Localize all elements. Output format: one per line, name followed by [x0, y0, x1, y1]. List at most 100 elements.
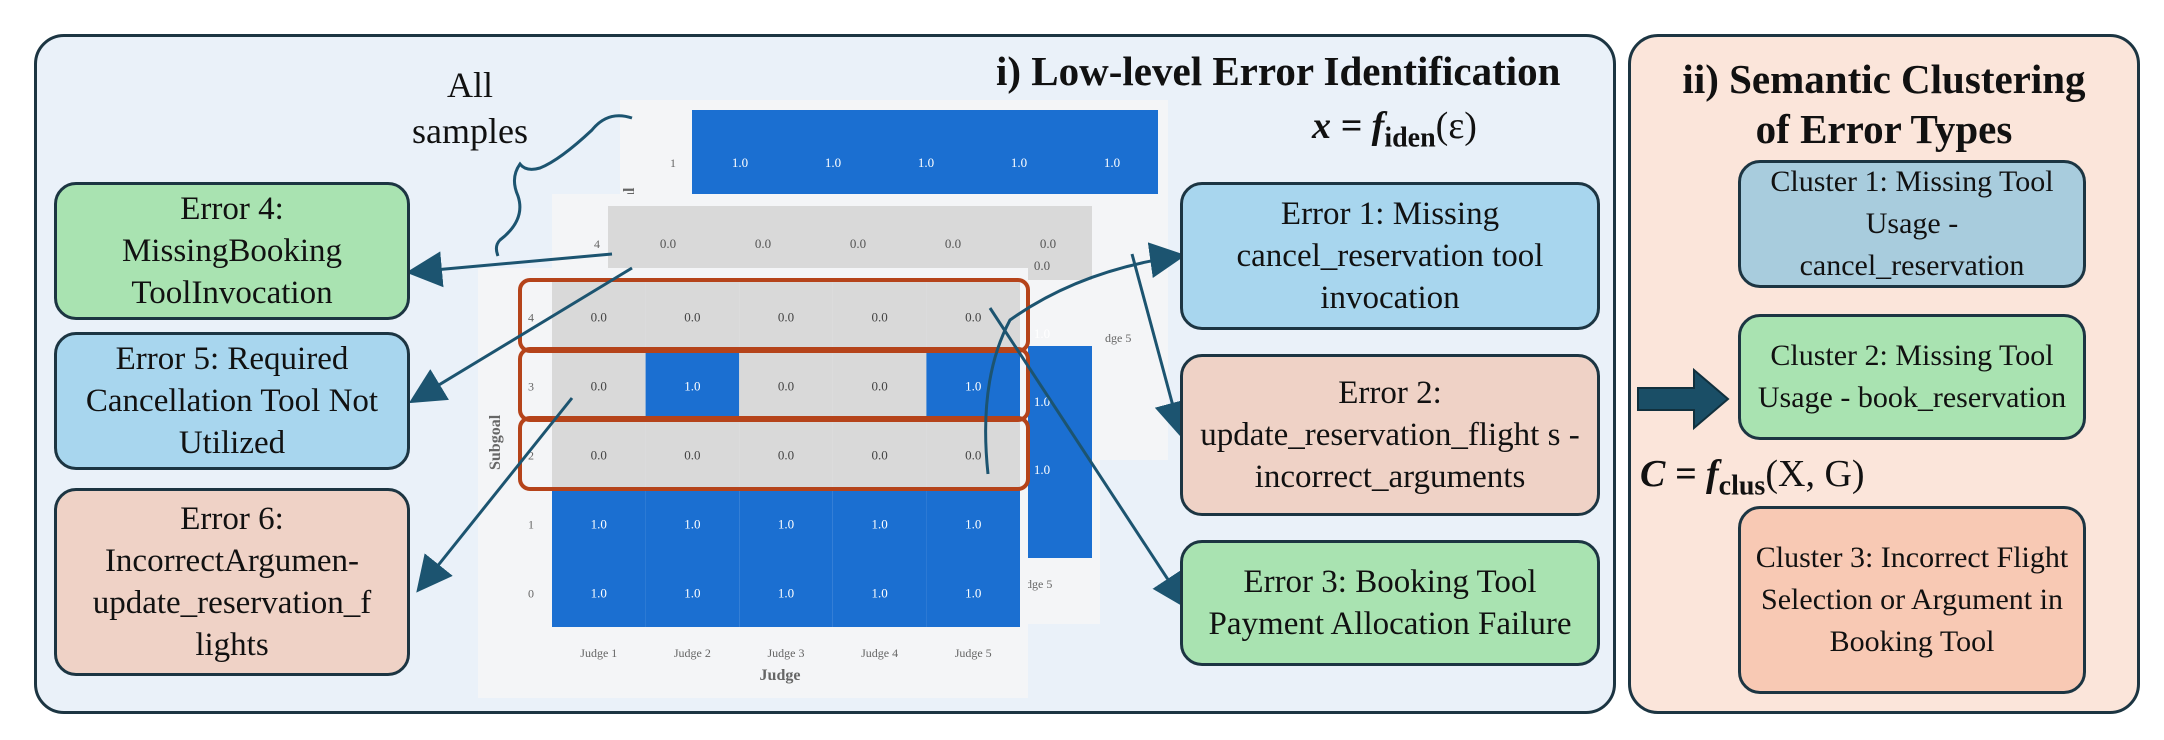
heatmap-cell: [832, 558, 927, 627]
mid-cell-value: 0.0: [755, 236, 771, 251]
mid-row-label: 4: [594, 237, 600, 251]
back-top-cell-value: 1.0: [1011, 155, 1027, 170]
heatmap-cell: [739, 282, 833, 351]
heatmap-cell: [926, 489, 1020, 558]
heatmap-cell: [552, 282, 646, 351]
back-top-cell-value: 1.0: [825, 155, 841, 170]
mid-right-cell-value: 1.0: [1034, 462, 1050, 477]
arrow-to-error-1: [984, 242, 1186, 475]
heatmap-cell-value: 1.0: [778, 517, 794, 532]
heatmap-cell-value: 0.0: [965, 448, 981, 463]
panel-title-line-2: of Error Types: [1755, 106, 2013, 152]
clustering-formula: C = fclus(X, G): [1640, 453, 1865, 502]
judge-tick-label: Judge 3: [768, 646, 805, 660]
mid-cell-value: 0.0: [660, 236, 676, 251]
heatmap-cell: [552, 489, 646, 558]
row-highlight-frame: [518, 416, 1030, 491]
heatmap-cell-value: 1.0: [965, 517, 981, 532]
heatmap-cell-value: 0.0: [684, 310, 700, 325]
heatmap-cell-value: 1.0: [684, 379, 700, 394]
error-4-box: Error 4: MissingBooking ToolInvocation: [54, 182, 410, 320]
heatmap-cell: [645, 282, 740, 351]
heatmap-cell: [552, 351, 646, 420]
front-y-label: Subgoal: [487, 414, 504, 470]
heatmap-cell-value: 1.0: [684, 586, 700, 601]
heatmap-cell: [832, 489, 927, 558]
error-6-box: Error 6: IncorrectArgumen-update_reserva…: [54, 488, 410, 676]
arrow-to-error-2: [1130, 253, 1190, 438]
subgoal-tick-label: 1: [528, 518, 534, 532]
heatmap-cell-value: 0.0: [591, 379, 607, 394]
judge-tick-label: Judge 2: [674, 646, 711, 660]
mid-judge-label: udge 5: [1020, 577, 1052, 591]
panel-title-identification: i) Low-level Error Identification: [996, 48, 1561, 94]
heatmap-cell-value: 0.0: [591, 310, 607, 325]
cluster-3-box: Cluster 3: Incorrect Flight Selection or…: [1738, 506, 2086, 694]
heatmap-cell: [926, 282, 1020, 351]
judge-tick-label: Judge 4: [861, 646, 898, 660]
cluster-1-box: Cluster 1: Missing Tool Usage - cancel_r…: [1738, 160, 2086, 288]
heatmap-cell: [926, 420, 1020, 489]
heatmap-cell: [739, 558, 833, 627]
heatmap-cell: [926, 351, 1020, 420]
subgoal-tick-label: 2: [528, 449, 534, 463]
heatmap-cell-value: 0.0: [778, 379, 794, 394]
block-arrow-icon: [1637, 367, 1730, 431]
panel-title-line-1: ii) Semantic Clustering: [1682, 56, 2086, 102]
heatmap-cell: [832, 420, 927, 489]
heatmap-cell: [552, 558, 646, 627]
heatmap-cell-value: 0.0: [591, 448, 607, 463]
heatmap-cell-value: 0.0: [871, 448, 887, 463]
back-top-cell-value: 1.0: [1104, 155, 1120, 170]
heatmap-cell: [832, 282, 927, 351]
panel-title-clustering: ii) Semantic Clustering of Error Types: [1628, 54, 2140, 154]
heatmap-cell-value: 1.0: [871, 517, 887, 532]
mid-top-row: [608, 206, 1092, 280]
arrow-to-error-5: [408, 266, 633, 404]
error-1-box: Error 1: Missing cancel_reservation tool…: [1180, 182, 1600, 330]
mid-cell-value: 0.0: [945, 236, 961, 251]
mid-cell-value: 0.0: [1040, 236, 1056, 251]
heatmap-cell: [926, 558, 1020, 627]
heatmap-cell: [645, 420, 740, 489]
all-samples-brace: [494, 114, 633, 257]
heatmap-cell-value: 1.0: [591, 517, 607, 532]
heatmap-cell-value: 0.0: [684, 448, 700, 463]
heatmap-cell-value: 1.0: [778, 586, 794, 601]
heatmap-cell: [739, 420, 833, 489]
heatmap-cell: [739, 351, 833, 420]
back-top-cell-value: 1.0: [732, 155, 748, 170]
heatmap-cell: [645, 558, 740, 627]
arrow-to-error-3: [988, 307, 1188, 610]
back-top-row-label: 1: [670, 156, 676, 170]
heatmap-cell-value: 0.0: [778, 310, 794, 325]
heatmap-cell: [552, 420, 646, 489]
heatmap-cell-value: 1.0: [684, 517, 700, 532]
heatmap-cell-value: 1.0: [591, 586, 607, 601]
error-2-box: Error 2: update_reservation_flight s -in…: [1180, 354, 1600, 516]
heatmap-cell-value: 0.0: [871, 379, 887, 394]
heatmap-cell-value: 0.0: [778, 448, 794, 463]
back-top-row: [692, 110, 1158, 194]
error-3-box: Error 3: Booking Tool Payment Allocation…: [1180, 540, 1600, 666]
mid-right-cell-value: 0.0: [1034, 258, 1050, 273]
heatmap-cell: [645, 351, 740, 420]
heatmap-cell-value: 0.0: [871, 310, 887, 325]
back-top-cell-value: 1.0: [918, 155, 934, 170]
mid-right-cell-value: 1.0: [1034, 394, 1050, 409]
error-5-box: Error 5: Required Cancellation Tool Not …: [54, 332, 410, 470]
heatmap-cell: [739, 489, 833, 558]
back-judge-label: dge 5: [1105, 331, 1131, 345]
judge-tick-label: Judge 5: [955, 646, 992, 660]
all-samples-label: All samples: [412, 65, 528, 151]
cluster-2-box: Cluster 2: Missing Tool Usage - book_res…: [1738, 314, 2086, 440]
subgoal-tick-label: 4: [528, 311, 534, 325]
subgoal-tick-label: 0: [528, 587, 534, 601]
judge-tick-label: Judge 1: [580, 646, 617, 660]
heatmap-cell-value: 1.0: [965, 379, 981, 394]
heatmap-cell-value: 1.0: [871, 586, 887, 601]
front-x-label: Judge: [760, 667, 801, 684]
heatmap-cell-value: 1.0: [965, 586, 981, 601]
heatmap-cell-value: 0.0: [965, 310, 981, 325]
